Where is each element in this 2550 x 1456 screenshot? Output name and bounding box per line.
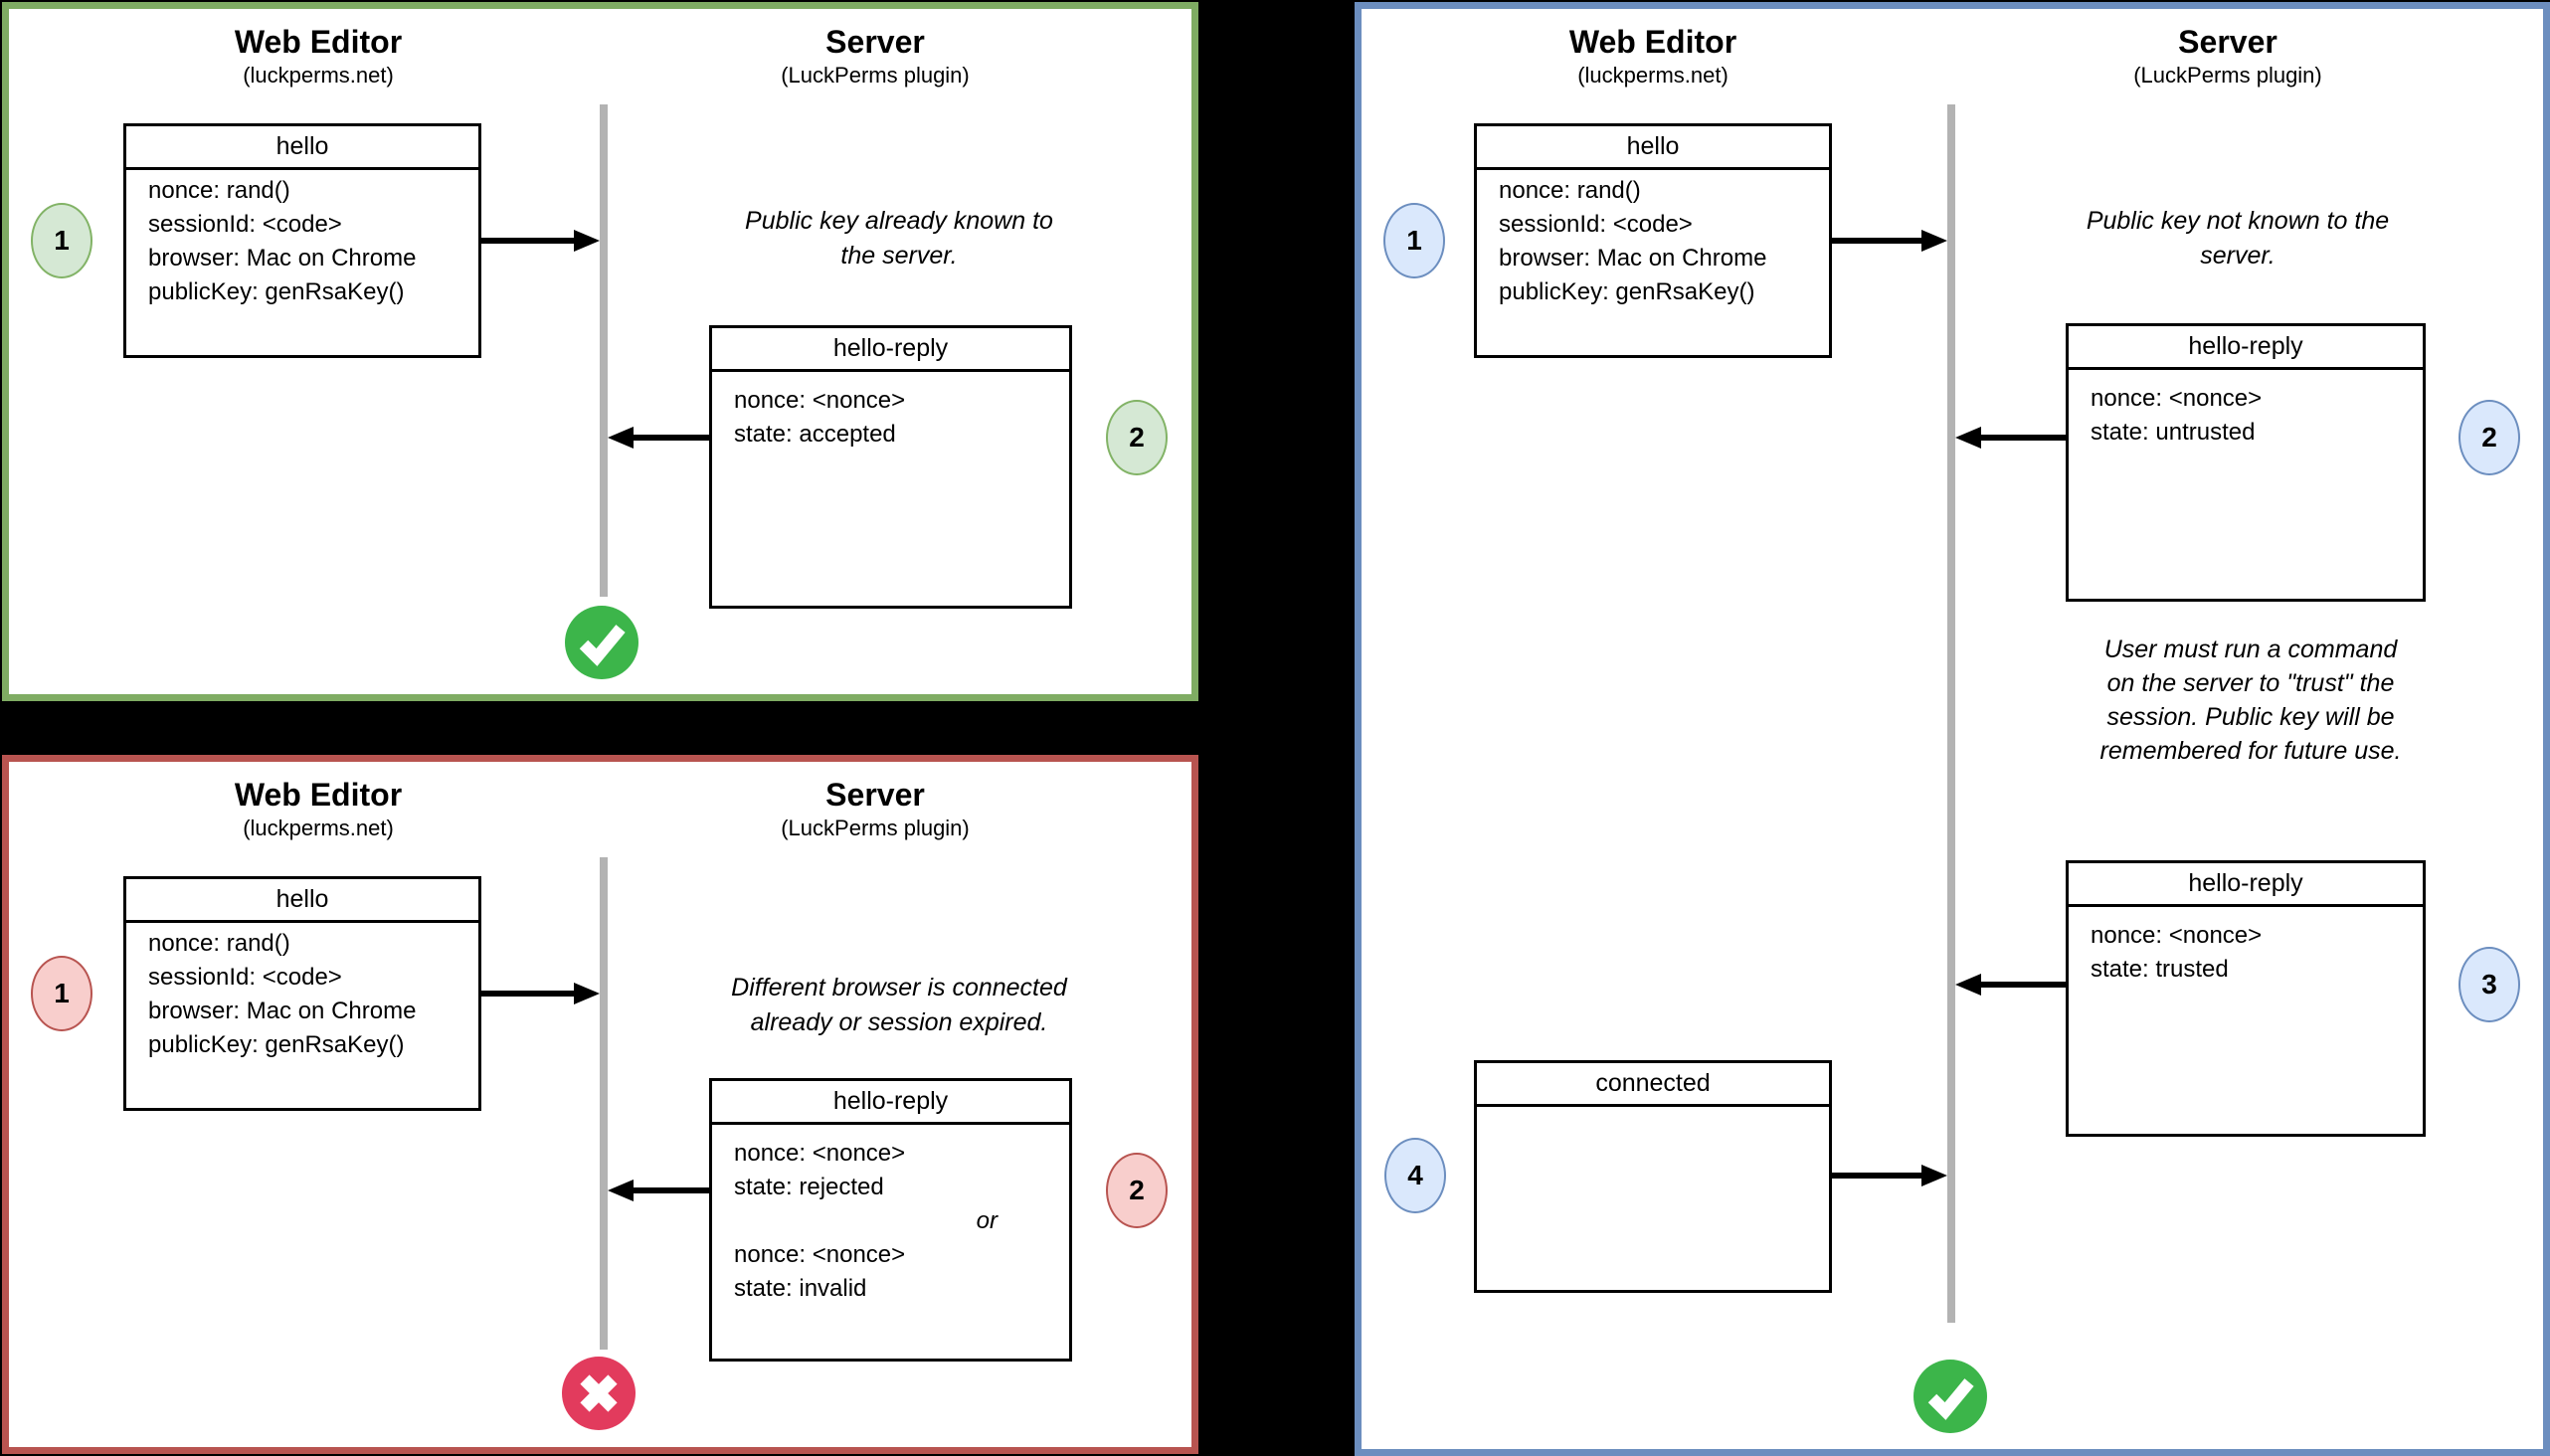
step-badge-1: 1 — [1383, 203, 1445, 278]
server-lifeline — [1947, 104, 1955, 1323]
reply-field: state: accepted — [734, 421, 896, 448]
hello-field: publicKey: genRsaKey() — [148, 1031, 405, 1058]
step-badge-4: 4 — [1384, 1138, 1446, 1213]
actor-title-web-editor: Web Editor — [234, 24, 403, 60]
hello-box-title: hello — [126, 126, 478, 170]
reply-field: nonce: <nonce> — [734, 387, 906, 414]
hello-message-box: hello nonce: rand() sessionId: <code> br… — [123, 123, 481, 358]
hello-box-title: hello — [126, 879, 478, 923]
reply-box-title: hello-reply — [712, 328, 1069, 372]
hello-field: sessionId: <code> — [148, 211, 342, 238]
hello-field: nonce: rand() — [1499, 177, 1641, 204]
hello-field: publicKey: genRsaKey() — [148, 278, 405, 305]
actor-subtitle-web-editor: (luckperms.net) — [1577, 63, 1729, 88]
hello-field: browser: Mac on Chrome — [1499, 245, 1767, 272]
actor-title-server: Server — [825, 24, 925, 60]
hello-reply-trusted-box: hello-reply nonce: <nonce> state: truste… — [2066, 860, 2426, 1137]
hello-field: browser: Mac on Chrome — [148, 245, 417, 272]
server-note: Public key not known to the server. — [2086, 207, 2390, 270]
actor-subtitle-server: (LuckPerms plugin) — [781, 63, 970, 88]
reply-box-title: hello-reply — [2069, 863, 2423, 907]
actor-title-web-editor: Web Editor — [234, 777, 403, 813]
trust-instruction-note: User must run a command on the server to… — [2099, 636, 2402, 765]
step-badge-2: 2 — [1106, 400, 1168, 475]
hello-field: sessionId: <code> — [1499, 211, 1693, 238]
server-note: Public key already known to the server. — [745, 207, 1053, 270]
reply-field: state: rejected — [734, 1174, 884, 1200]
connected-message-box: connected — [1474, 1060, 1832, 1293]
hello-reply-box: hello-reply nonce: <nonce> state: accept… — [709, 325, 1072, 609]
hello-reply-untrusted-box: hello-reply nonce: <nonce> state: untrus… — [2066, 323, 2426, 602]
server-note: Different browser is connected already o… — [731, 974, 1067, 1036]
hello-field: browser: Mac on Chrome — [148, 998, 417, 1024]
server-lifeline — [600, 104, 608, 597]
actor-title-server: Server — [825, 777, 925, 813]
actor-title-web-editor: Web Editor — [1568, 24, 1737, 60]
server-lifeline — [600, 857, 608, 1350]
reply-box-title: hello-reply — [2069, 326, 2423, 370]
hello-field: nonce: rand() — [148, 177, 290, 204]
reply-field: nonce: <nonce> — [2091, 922, 2263, 949]
step-badge-1: 1 — [31, 956, 92, 1031]
actor-subtitle-web-editor: (luckperms.net) — [243, 816, 394, 840]
reply-field: state: trusted — [2091, 956, 2229, 983]
actor-subtitle-server: (LuckPerms plugin) — [2133, 63, 2322, 88]
reply-box-title: hello-reply — [712, 1081, 1069, 1125]
connected-box-title: connected — [1477, 1063, 1829, 1107]
success-check-icon — [1913, 1360, 1987, 1433]
step-badge-2: 2 — [1106, 1153, 1168, 1228]
actor-title-server: Server — [2178, 24, 2277, 60]
hello-box-title: hello — [1477, 126, 1829, 170]
step-badge-1: 1 — [31, 203, 92, 278]
reply-field: nonce: <nonce> — [734, 1140, 906, 1167]
hello-message-box: hello nonce: rand() sessionId: <code> br… — [1474, 123, 1832, 358]
step-badge-3: 3 — [2459, 947, 2520, 1022]
hello-message-box: hello nonce: rand() sessionId: <code> br… — [123, 876, 481, 1111]
hello-field: sessionId: <code> — [148, 964, 342, 991]
hello-field: nonce: rand() — [148, 930, 290, 957]
reply-or-separator: or — [976, 1207, 998, 1234]
success-check-icon — [565, 606, 638, 679]
actor-subtitle-server: (LuckPerms plugin) — [781, 816, 970, 840]
hello-field: publicKey: genRsaKey() — [1499, 278, 1755, 305]
step-badge-2: 2 — [2459, 400, 2520, 475]
reply-field: nonce: <nonce> — [2091, 385, 2263, 412]
reply-field: nonce: <nonce> — [734, 1241, 906, 1268]
actor-subtitle-web-editor: (luckperms.net) — [243, 63, 394, 88]
hello-reply-box: hello-reply nonce: <nonce> state: reject… — [709, 1078, 1072, 1362]
reply-field: state: invalid — [734, 1275, 867, 1302]
reply-field: state: untrusted — [2091, 419, 2256, 446]
failure-cross-icon — [562, 1357, 636, 1430]
